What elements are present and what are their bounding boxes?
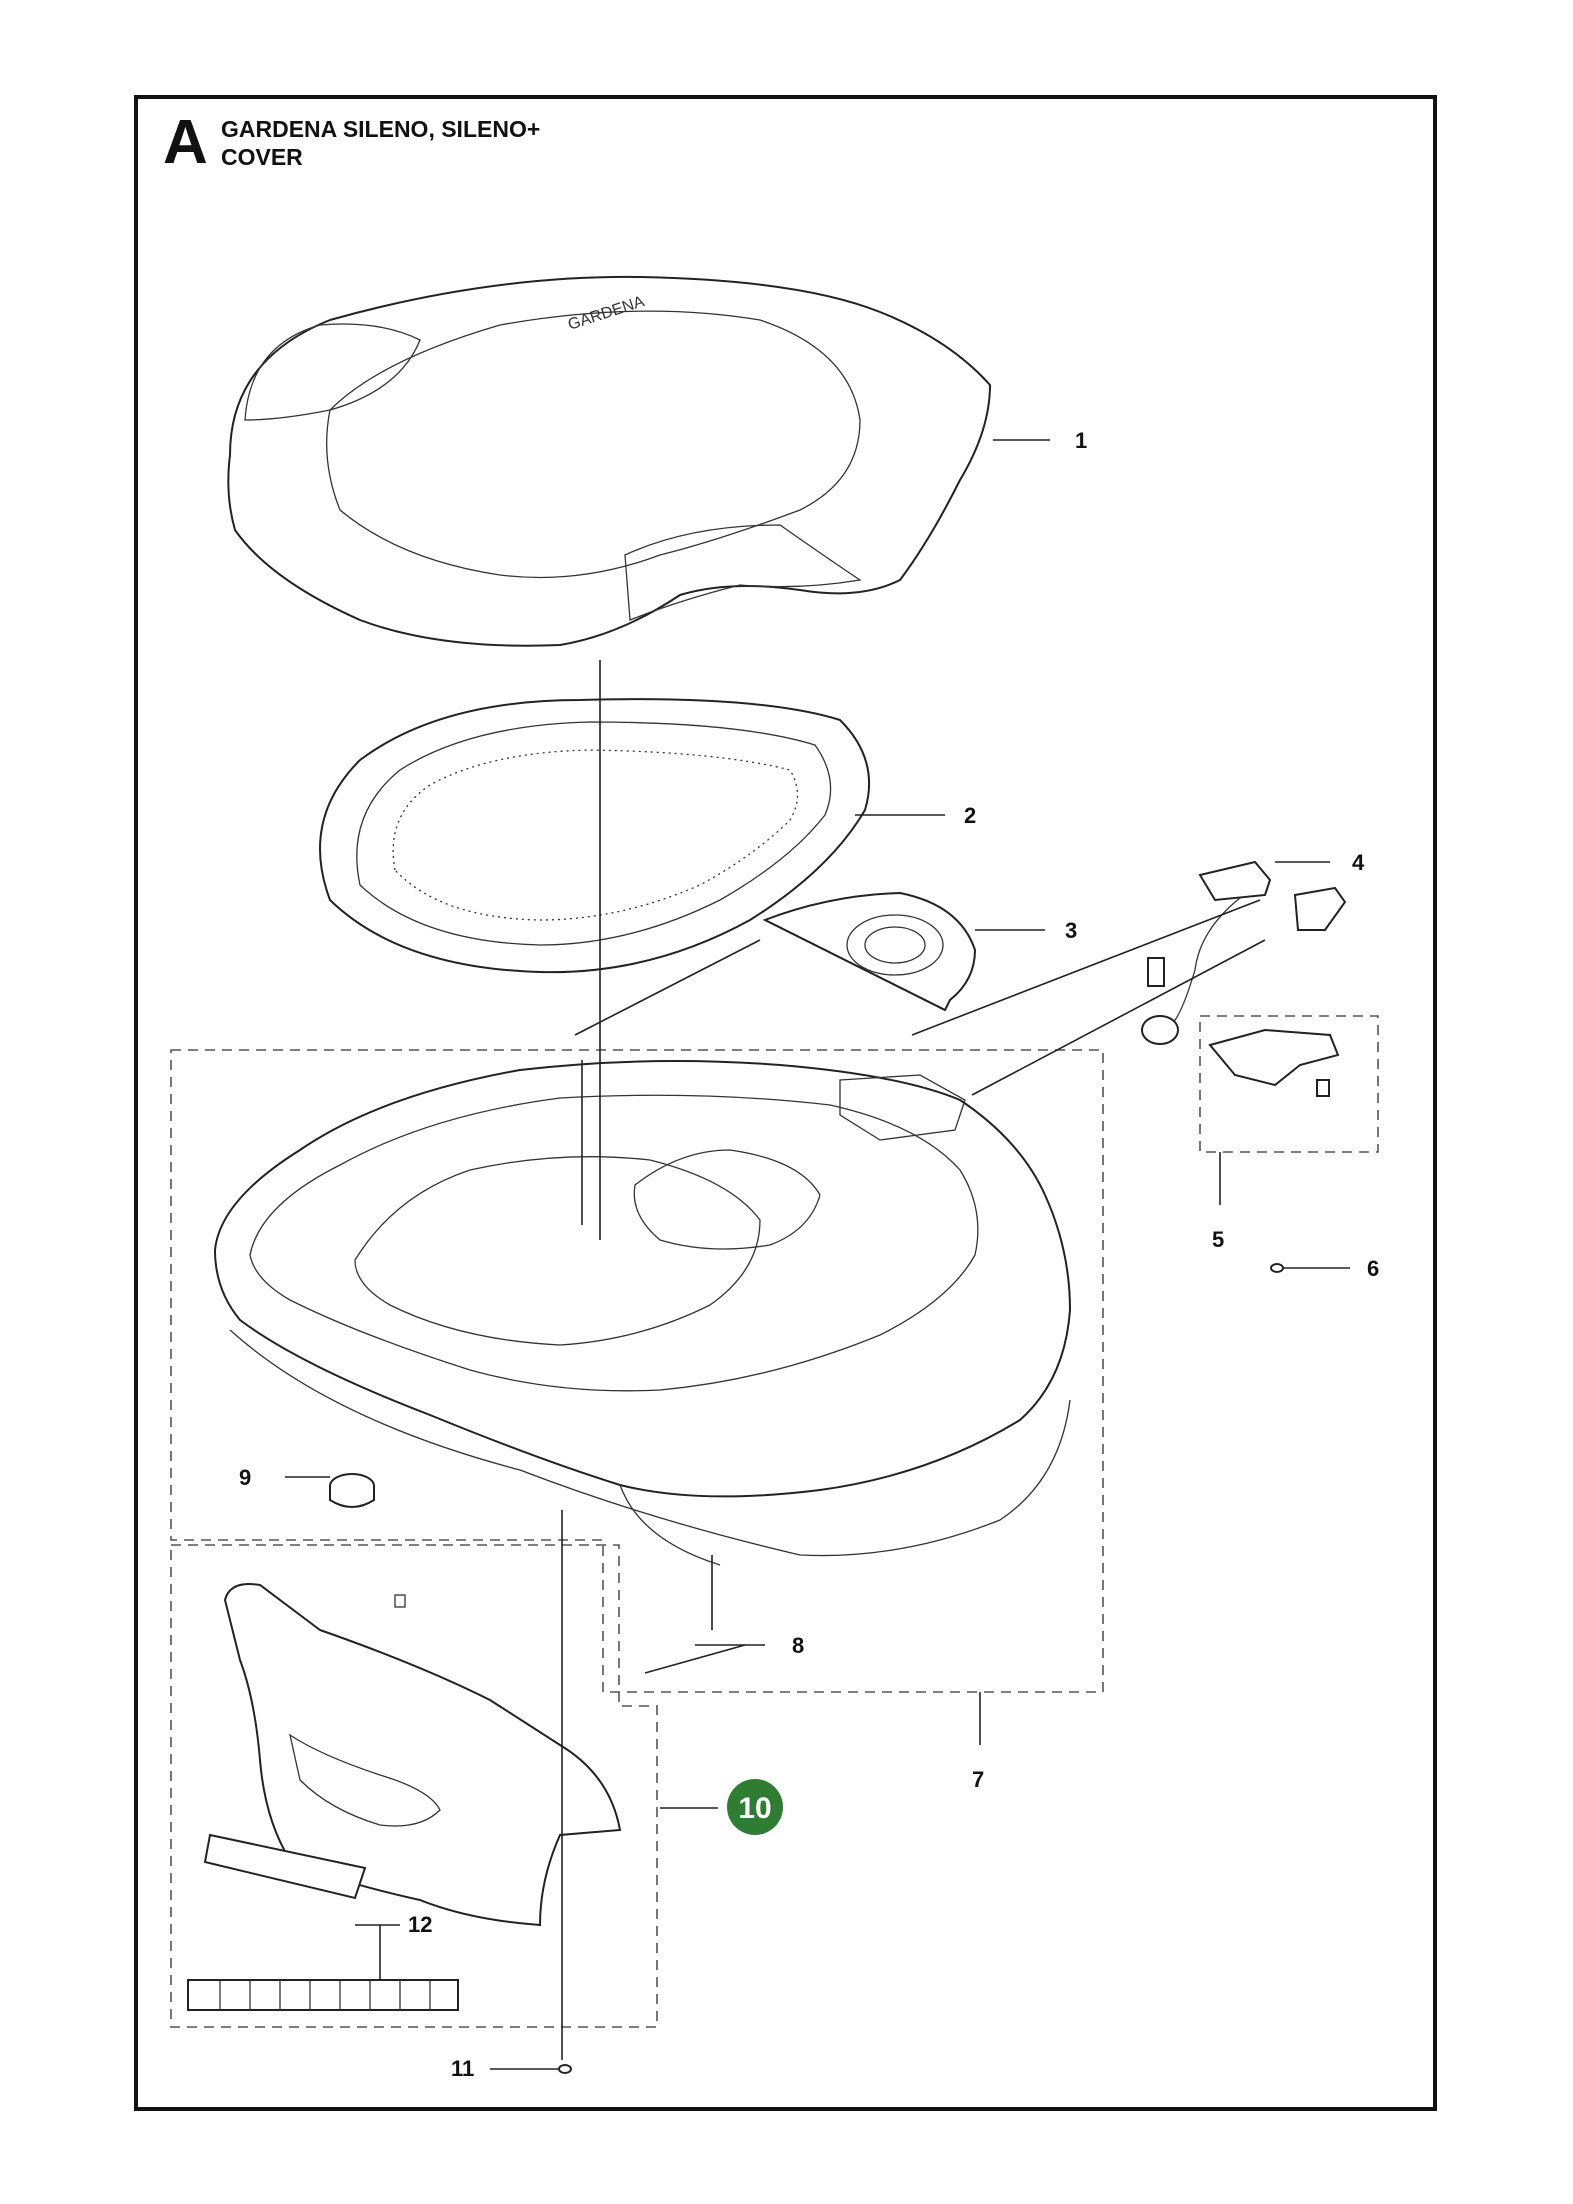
callout-11: 11 <box>451 2056 474 2081</box>
callout-7: 7 <box>972 1767 984 1792</box>
callout-10-badge <box>727 1779 783 1835</box>
callout-6: 6 <box>1367 1256 1379 1281</box>
screw-part-6 <box>1270 1263 1284 1273</box>
assembly-center-line <box>574 939 761 1036</box>
bumper-part <box>223 1583 622 1927</box>
drawing-frame <box>134 95 1437 2111</box>
assembly-center-line <box>911 899 1261 1036</box>
screw-part-11 <box>558 2064 572 2074</box>
rod-part <box>644 1644 746 1674</box>
callout-8: 8 <box>792 1633 804 1658</box>
assembly-7-group-box <box>170 1049 1104 1693</box>
callout-2: 2 <box>964 803 976 828</box>
callout-12: 12 <box>408 1912 432 1937</box>
callout-10: 10 <box>738 1792 771 1825</box>
diagram-title: GARDENA SILENO, SILENO+ <box>221 116 541 142</box>
callout-4: 4 <box>1352 850 1365 875</box>
callout-5: 5 <box>1212 1227 1224 1252</box>
callout-1: 1 <box>1075 428 1087 453</box>
sensor-parts <box>1141 860 1347 1097</box>
foot-part <box>329 1473 375 1508</box>
callout-3: 3 <box>1065 918 1077 943</box>
section-letter: A <box>163 108 208 177</box>
chassis-body-part <box>213 1060 1072 1566</box>
cover-plate-part <box>762 891 977 1012</box>
label-strip-part <box>187 1833 459 2011</box>
assembly-center-line <box>971 939 1266 1096</box>
top-cover-part: GARDENA <box>227 275 992 647</box>
callout-9: 9 <box>239 1465 251 1490</box>
callout-leader-lines <box>285 439 1350 2070</box>
assembly-10-group-box <box>170 1544 658 2028</box>
assembly-5-group-box <box>1199 1015 1379 1153</box>
grille-frame-part <box>319 698 871 974</box>
diagram-subtitle: COVER <box>221 144 303 170</box>
